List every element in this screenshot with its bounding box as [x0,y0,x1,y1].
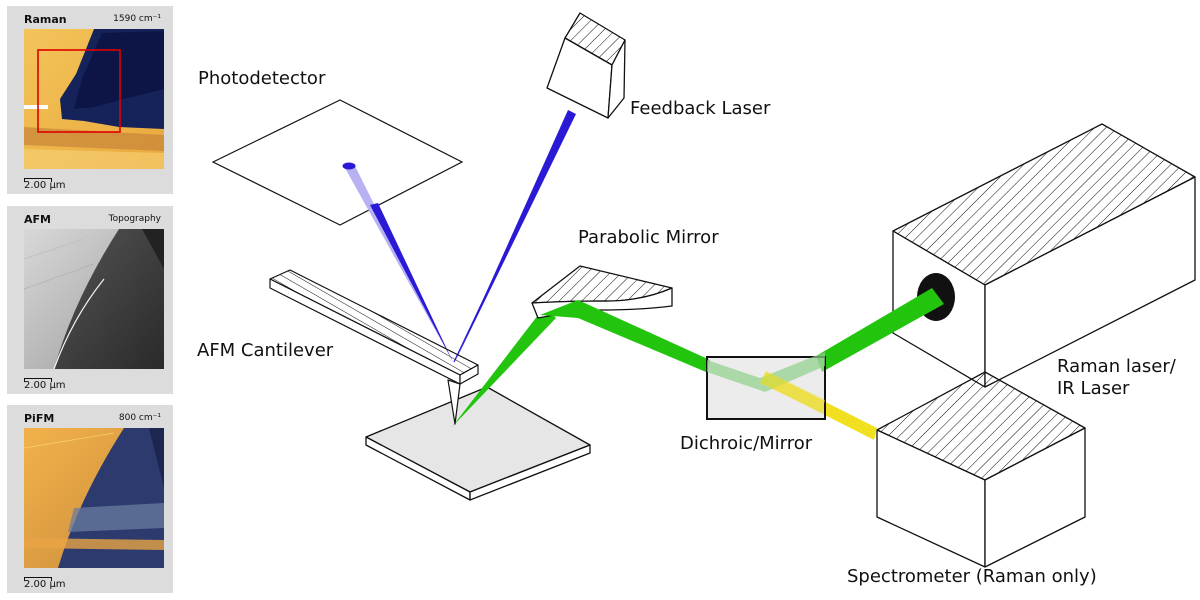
label-spectrometer: Spectrometer (Raman only) [847,566,1097,587]
raman-panel-title: Raman [24,13,67,26]
excitation-beam-to-tip [452,306,556,427]
photodetector-plate [211,99,464,226]
reflected-beam [345,166,453,362]
afm-cantilever [269,269,479,425]
label-feedback-laser: Feedback Laser [630,98,771,119]
afm-panel: AFM Topography 2.00 µm [7,206,173,394]
beam-in-dichroic [707,352,825,392]
afm-scalebar [24,378,52,382]
label-afm-cantilever: AFM Cantilever [197,340,334,361]
pifm-map-image [24,428,164,568]
afm-scale-label: 2.00 µm [24,380,66,391]
raman-scalebar [24,178,52,182]
laser-output-beam [816,288,944,372]
detector-spot [342,162,356,170]
afm-topography-image [24,229,164,369]
spectrometer-box [876,371,1086,568]
label-parabolic-mirror: Parabolic Mirror [578,227,719,248]
feedback-beam [455,110,576,362]
excitation-beam-main [540,300,710,372]
pifm-scale-label: 2.00 µm [24,579,66,590]
feedback-beam-core [453,111,573,363]
label-raman-laser-line2: IR Laser [1057,378,1130,399]
raman-map-image [24,29,164,169]
afm-panel-title: AFM [24,213,51,226]
label-raman-laser-line1: Raman laser/ [1057,356,1176,377]
raman-panel-mode: 1590 cm⁻¹ [113,14,161,24]
sample-stage [365,386,591,501]
feedback-laser-box [546,12,626,119]
raman-ir-laser-box [892,123,1196,388]
label-photodetector: Photodetector [198,68,326,89]
pifm-panel: PiFM 800 cm⁻¹ 2.00 µm [7,405,173,593]
reflected-beam-strong [370,203,453,362]
pifm-panel-title: PiFM [24,412,55,425]
label-dichroic-mirror: Dichroic/Mirror [680,433,813,454]
pifm-scalebar [24,577,52,581]
raman-panel: Raman 1590 cm⁻¹ 2.00 µm [7,6,173,194]
signal-in-dichroic [760,371,825,413]
afm-panel-mode: Topography [108,214,161,224]
raman-scale-label: 2.00 µm [24,180,66,191]
pifm-panel-mode: 800 cm⁻¹ [118,413,161,423]
